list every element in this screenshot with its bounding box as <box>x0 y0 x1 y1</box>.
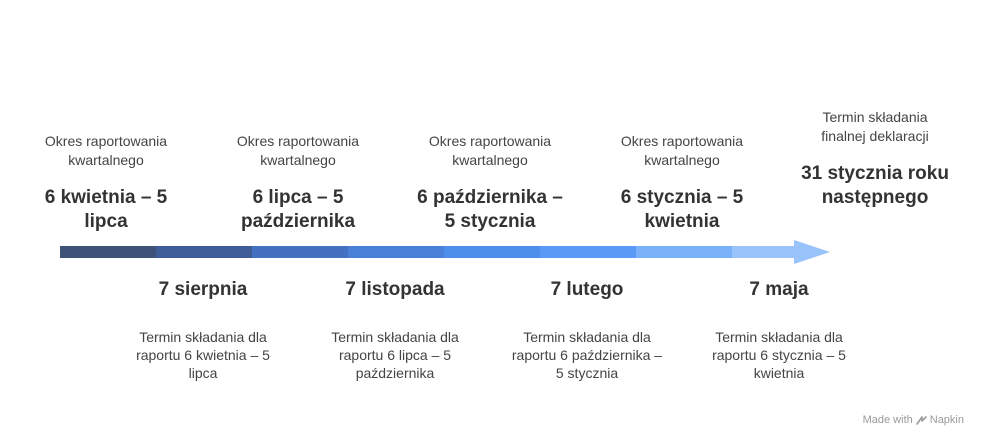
period-3-label: Okres raportowania kwartalnego <box>428 133 552 168</box>
period-2: Okres raportowania kwartalnego 6 lipca –… <box>223 132 373 234</box>
deadline-2-date: 7 listopada <box>345 279 445 300</box>
watermark-prefix: Made with <box>862 414 913 426</box>
arrow-segment-1 <box>60 246 157 258</box>
arrow-segment-4 <box>348 246 445 258</box>
period-4-label: Okres raportowania kwartalnego <box>620 133 744 168</box>
period-3-range: 6 października – 5 stycznia <box>417 187 563 232</box>
arrow-segment-5 <box>444 246 541 258</box>
period-1-label: Okres raportowania kwartalnego <box>44 133 168 168</box>
arrow-segment-3 <box>252 246 349 258</box>
deadline-2-desc: Termin składania dla raportu 6 lipca – 5… <box>331 329 459 381</box>
period-4: Okres raportowania kwartalnego 6 styczni… <box>607 132 757 234</box>
deadline-3-date: 7 lutego <box>550 279 624 300</box>
period-3: Okres raportowania kwartalnego 6 paździe… <box>415 132 565 234</box>
watermark-brand: Napkin <box>929 414 964 426</box>
arrow-segment-6 <box>540 246 637 258</box>
deadline-4-desc: Termin składania dla raportu 6 stycznia … <box>712 329 846 381</box>
period-2-label: Okres raportowania kwartalnego <box>236 133 360 168</box>
deadline-1: 7 sierpnia Termin składania dla raportu … <box>123 278 283 382</box>
final-deadline-label: Termin składania finalnej deklaracji <box>821 109 929 144</box>
deadline-3-desc: Termin składania dla raportu 6 październ… <box>511 329 663 381</box>
napkin-logo-icon <box>915 415 927 425</box>
deadline-3: 7 lutego Termin składania dla raportu 6 … <box>507 278 667 382</box>
period-4-range: 6 stycznia – 5 kwietnia <box>620 187 744 232</box>
period-1: Okres raportowania kwartalnego 6 kwietni… <box>31 132 181 234</box>
final-deadline-date: 31 stycznia roku następnego <box>801 163 949 208</box>
deadline-1-desc: Termin składania dla raportu 6 kwietnia … <box>136 329 270 381</box>
deadline-4-date: 7 maja <box>749 279 809 300</box>
napkin-watermark[interactable]: Made with Napkin <box>863 414 964 426</box>
arrow-segment-7 <box>636 246 733 258</box>
deadline-4: 7 maja Termin składania dla raportu 6 st… <box>699 278 859 382</box>
final-deadline: Termin składania finalnej deklaracji 31 … <box>800 108 950 210</box>
period-1-range: 6 kwietnia – 5 lipca <box>44 187 168 232</box>
period-2-range: 6 lipca – 5 października <box>240 187 356 232</box>
deadline-1-date: 7 sierpnia <box>158 279 248 300</box>
arrow-segment-2 <box>156 246 253 258</box>
deadline-2: 7 listopada Termin składania dla raportu… <box>315 278 475 382</box>
arrow-head <box>732 240 830 264</box>
